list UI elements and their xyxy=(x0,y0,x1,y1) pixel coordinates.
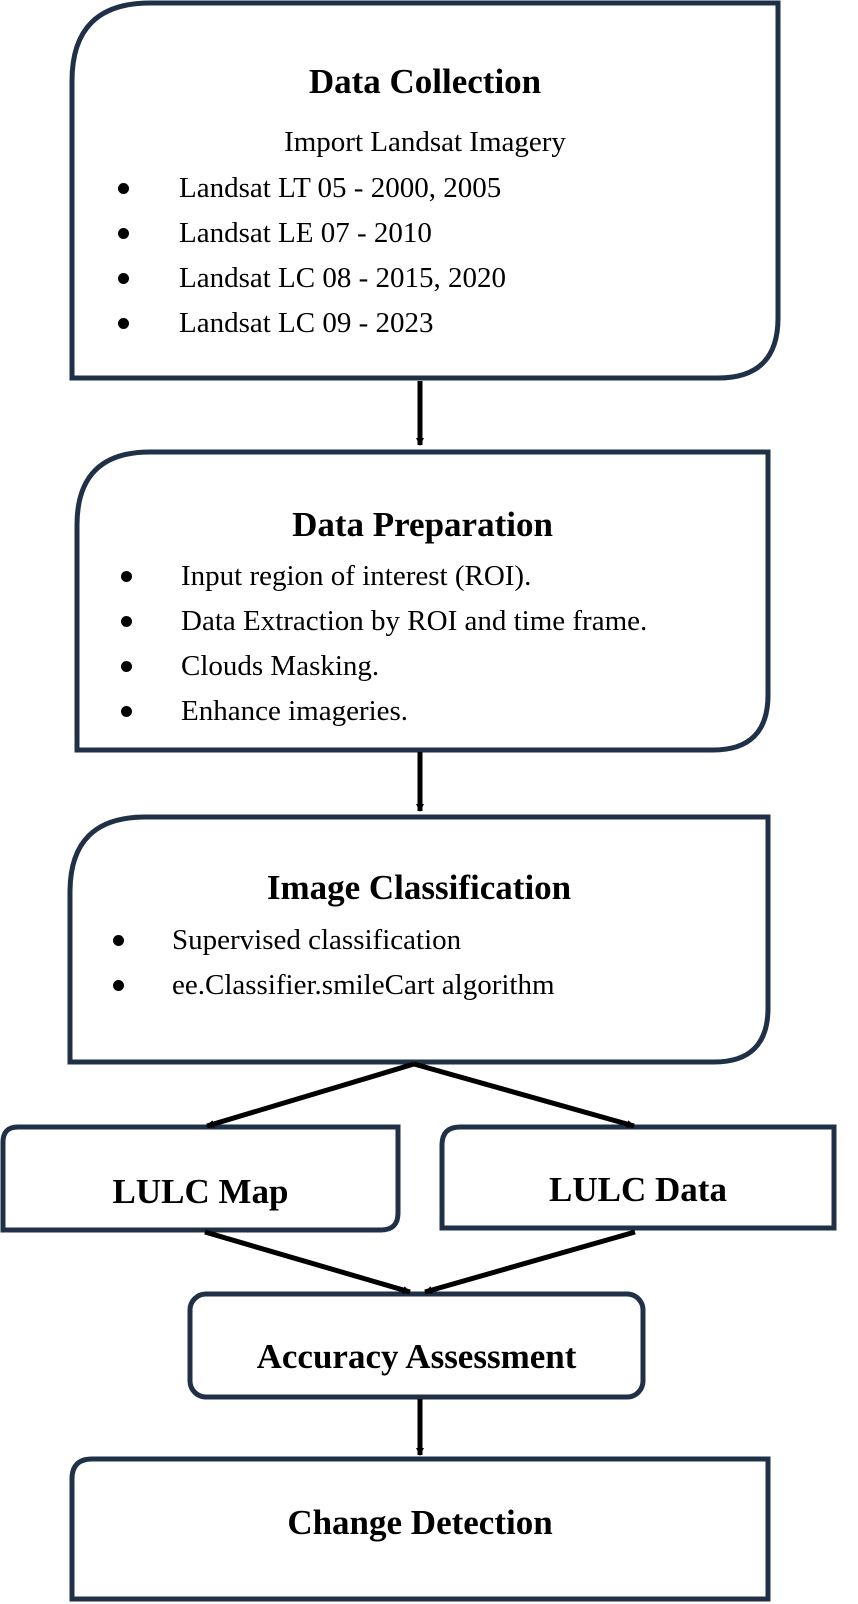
list-item: ee.Classifier.smileCart algorithm xyxy=(113,963,555,1008)
data-preparation-box xyxy=(74,449,771,753)
bullet-icon xyxy=(121,661,132,672)
lulc-data-box xyxy=(439,1124,837,1231)
image-classification-box xyxy=(67,814,771,1065)
arrow-lulc-map-to-accuracy xyxy=(204,1229,411,1295)
bullet-icon xyxy=(121,706,132,717)
list-item: Landsat LE 07 - 2010 xyxy=(118,211,506,256)
list-item: Landsat LC 08 - 2015, 2020 xyxy=(118,256,506,301)
lulc-map-title: LULC Map xyxy=(112,1172,289,1211)
bullet-icon xyxy=(113,980,124,991)
list-item: Enhance imageries. xyxy=(121,689,647,734)
data-collection-title: Data Collection xyxy=(308,62,542,101)
arrow-lulc-data-to-accuracy xyxy=(424,1229,636,1295)
data-preparation-list: Input region of interest (ROI). Data Ext… xyxy=(121,554,647,734)
list-item: Supervised classification xyxy=(113,918,555,963)
bullet-icon xyxy=(113,935,124,946)
bullet-icon xyxy=(121,616,132,627)
list-item-text: Landsat LC 08 - 2015, 2020 xyxy=(179,262,507,294)
list-item: Input region of interest (ROI). xyxy=(121,554,647,599)
data-collection-box xyxy=(69,0,781,381)
list-item-text: Supervised classification xyxy=(172,924,462,956)
arrow-classification-to-lulc-data xyxy=(413,1061,635,1129)
list-item-text: Landsat LE 07 - 2010 xyxy=(179,217,432,249)
bullet-icon xyxy=(118,228,129,239)
list-item: Data Extraction by ROI and time frame. xyxy=(121,599,647,644)
bullet-icon xyxy=(118,273,129,284)
list-item-text: Landsat LT 05 - 2000, 2005 xyxy=(179,172,502,204)
bullet-icon xyxy=(121,571,132,582)
list-item-text: ee.Classifier.smileCart algorithm xyxy=(172,969,555,1001)
list-item-text: Landsat LC 09 - 2023 xyxy=(179,307,434,339)
lulc-map-box xyxy=(0,1124,401,1233)
data-collection-list: Landsat LT 05 - 2000, 2005 Landsat LE 07… xyxy=(118,166,506,346)
bullet-icon xyxy=(118,318,129,329)
list-item-text: Enhance imageries. xyxy=(181,695,409,727)
list-item: Landsat LC 09 - 2023 xyxy=(118,301,506,346)
image-classification-title: Image Classification xyxy=(266,868,572,907)
bullet-icon xyxy=(118,183,129,194)
change-detection-title: Change Detection xyxy=(287,1503,553,1542)
list-item-text: Input region of interest (ROI). xyxy=(181,560,532,592)
list-item: Landsat LT 05 - 2000, 2005 xyxy=(118,166,506,211)
list-item-text: Data Extraction by ROI and time frame. xyxy=(181,605,648,637)
arrow-classification-to-lulc-map xyxy=(206,1061,415,1129)
image-classification-list: Supervised classification ee.Classifier.… xyxy=(113,918,555,1008)
list-item-text: Clouds Masking. xyxy=(181,650,380,682)
list-item: Clouds Masking. xyxy=(121,644,647,689)
lulc-data-title: LULC Data xyxy=(549,1170,727,1209)
accuracy-assessment-title: Accuracy Assessment xyxy=(256,1337,577,1376)
data-preparation-title: Data Preparation xyxy=(292,505,553,544)
data-collection-subtitle: Import Landsat Imagery xyxy=(284,126,566,158)
accuracy-assessment-box xyxy=(187,1291,646,1400)
change-detection-box xyxy=(69,1456,771,1602)
